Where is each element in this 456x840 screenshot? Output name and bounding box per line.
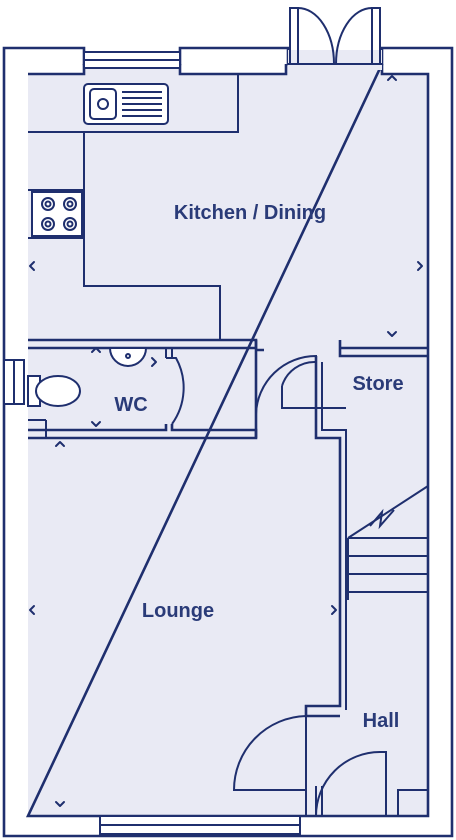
kitchen-window <box>83 51 181 69</box>
kitchen-worktop <box>28 131 221 340</box>
room-label-wc: WC <box>114 394 147 416</box>
toilet-icon <box>27 375 81 407</box>
room-label-hall: Hall <box>363 710 400 732</box>
wc-window <box>3 359 25 405</box>
sink-icon <box>83 83 169 125</box>
wc-door <box>171 357 185 425</box>
floor-area <box>28 64 428 816</box>
store-wall <box>254 340 428 438</box>
lounge-door <box>232 715 307 816</box>
french-doors <box>288 7 382 70</box>
room-label-kitchen: Kitchen / Dining <box>174 202 326 224</box>
hob-icon <box>31 191 83 237</box>
staircase <box>347 485 429 600</box>
lounge-window <box>99 815 301 835</box>
dimension-markers <box>29 75 423 807</box>
room-label-store: Store <box>352 373 403 395</box>
front-door <box>315 751 387 817</box>
room-label-lounge: Lounge <box>142 600 214 622</box>
basin-icon <box>108 347 148 367</box>
store-door <box>255 354 317 430</box>
